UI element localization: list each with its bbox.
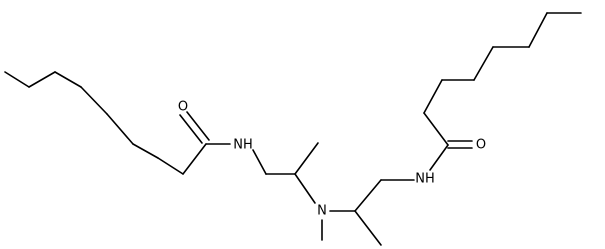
bond [54,71,82,88]
bond [182,143,207,175]
bond [294,173,316,204]
bond [28,71,56,88]
bond [157,157,184,175]
double-bond-line [186,111,210,141]
bond [354,179,382,212]
bond [423,79,443,114]
amine-substituents [321,210,356,241]
bond [80,86,108,115]
left-amide-linker [205,142,319,204]
bond [252,149,267,175]
left-carbonyl [179,111,210,144]
left-octanoyl-chain [4,71,207,175]
bond [473,46,494,81]
right-octanoyl-chain [423,12,582,146]
right-amide [429,140,473,171]
bond [429,144,449,171]
bond [294,142,319,175]
double-bond-line [179,114,203,144]
amide-nh-left-label: NH [233,138,253,153]
bond [423,112,449,146]
oxygen-atom-label: O [476,138,486,153]
bond [132,143,159,159]
amide-nh-right-label: NH [415,172,435,187]
bond [354,210,382,246]
amine-n-label: N [317,204,327,219]
bond [106,113,134,145]
bond [4,71,30,88]
right-linker [354,179,415,246]
oxygen-atom-label: O [178,100,188,115]
bond [528,12,548,48]
